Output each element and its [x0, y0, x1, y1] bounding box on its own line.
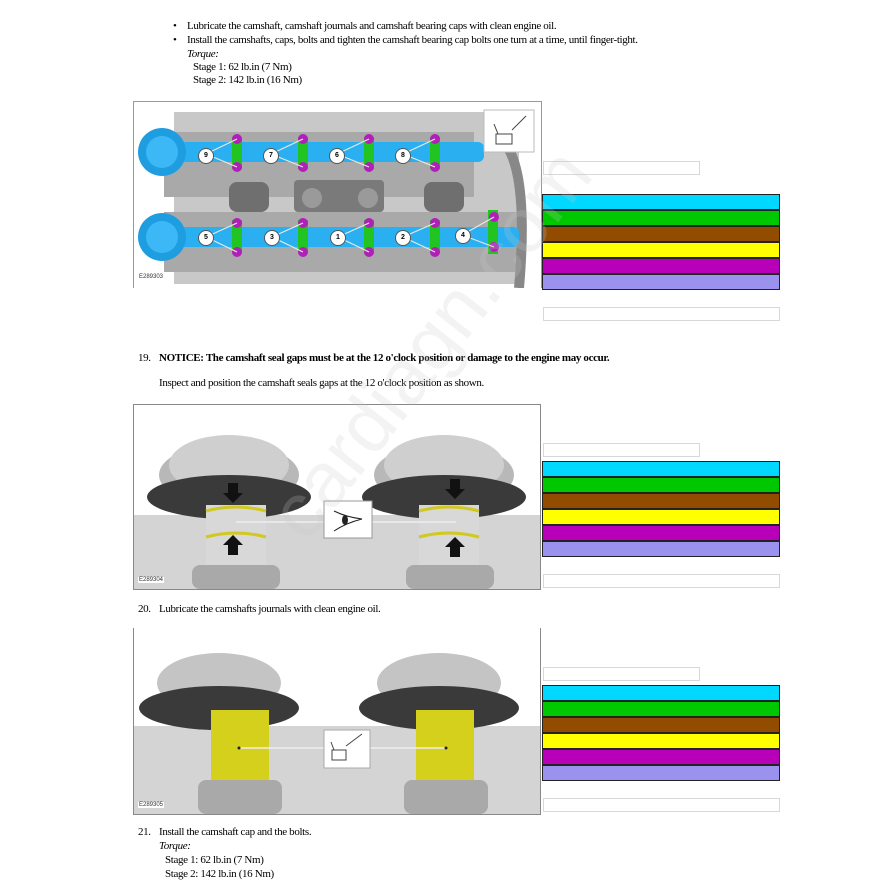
legend-header-box	[543, 667, 700, 681]
legend-footer-box	[543, 307, 780, 321]
step-21-number: 21.	[138, 826, 151, 838]
legend-swatch-green	[542, 210, 780, 226]
color-legend-1	[542, 194, 780, 290]
legend-footer-box	[543, 574, 780, 588]
torque-stage-2: Stage 2: 142 lb.in (16 Nm)	[165, 868, 274, 880]
legend-swatch-yellow	[542, 733, 780, 749]
figure-id: E289303	[138, 274, 165, 280]
torque-stage-2: Stage 2: 142 lb.in (16 Nm)	[193, 74, 302, 86]
sequence-label-2: 2	[395, 230, 411, 246]
camshaft-illustration	[138, 109, 535, 288]
legend-swatch-magenta	[542, 258, 780, 274]
torque-stage-1: Stage 1: 62 lb.in (7 Nm)	[165, 854, 264, 866]
legend-header-box	[543, 161, 700, 175]
legend-swatch-lavender	[542, 541, 780, 557]
figure-seal-gap-inspection: E289304	[133, 404, 541, 590]
step-19-number: 19.	[138, 352, 151, 364]
color-legend-3	[542, 685, 780, 781]
journal-lubrication-illustration	[134, 653, 540, 814]
legend-swatch-brown	[542, 493, 780, 509]
legend-swatch-magenta	[542, 749, 780, 765]
figure-lubricate-journals: E289305	[133, 628, 541, 815]
legend-swatch-cyan	[542, 194, 780, 210]
legend-swatch-yellow	[542, 242, 780, 258]
sequence-label-4: 4	[455, 228, 471, 244]
step-20-number: 20.	[138, 603, 151, 615]
step-21-instruction: Install the camshaft cap and the bolts.	[159, 826, 312, 838]
legend-swatch-brown	[542, 226, 780, 242]
torque-label: Torque:	[187, 48, 219, 60]
legend-swatch-brown	[542, 717, 780, 733]
step-20-instruction: Lubricate the camshafts journals with cl…	[159, 603, 381, 615]
step-19-notice: NOTICE: The camshaft seal gaps must be a…	[159, 352, 610, 364]
sequence-label-7: 7	[263, 148, 279, 164]
sequence-label-1: 1	[330, 230, 346, 246]
legend-swatch-lavender	[542, 274, 780, 290]
legend-swatch-lavender	[542, 765, 780, 781]
torque-stage-1: Stage 1: 62 lb.in (7 Nm)	[193, 61, 292, 73]
sequence-label-9: 9	[198, 148, 214, 164]
sequence-label-5: 5	[198, 230, 214, 246]
seal-gap-illustration	[134, 435, 540, 589]
sequence-label-6: 6	[329, 148, 345, 164]
color-legend-2	[542, 461, 780, 557]
legend-swatch-magenta	[542, 525, 780, 541]
figure-camshaft-bolt-sequence: 9 7 6 8 5 3 1 2 4 E289303	[133, 101, 542, 288]
legend-swatch-yellow	[542, 509, 780, 525]
legend-footer-box	[543, 798, 780, 812]
legend-swatch-cyan	[542, 461, 780, 477]
legend-header-box	[543, 443, 700, 457]
torque-label: Torque:	[159, 840, 191, 852]
legend-swatch-cyan	[542, 685, 780, 701]
legend-swatch-green	[542, 701, 780, 717]
sequence-label-8: 8	[395, 148, 411, 164]
bullet-install: Install the camshafts, caps, bolts and t…	[173, 34, 638, 47]
figure-id: E289304	[138, 577, 165, 583]
legend-swatch-green	[542, 477, 780, 493]
sequence-label-3: 3	[264, 230, 280, 246]
bullet-lubricate: Lubricate the camshaft, camshaft journal…	[173, 20, 557, 33]
step-19-instruction: Inspect and position the camshaft seals …	[159, 377, 484, 389]
figure-id: E289305	[138, 802, 165, 808]
